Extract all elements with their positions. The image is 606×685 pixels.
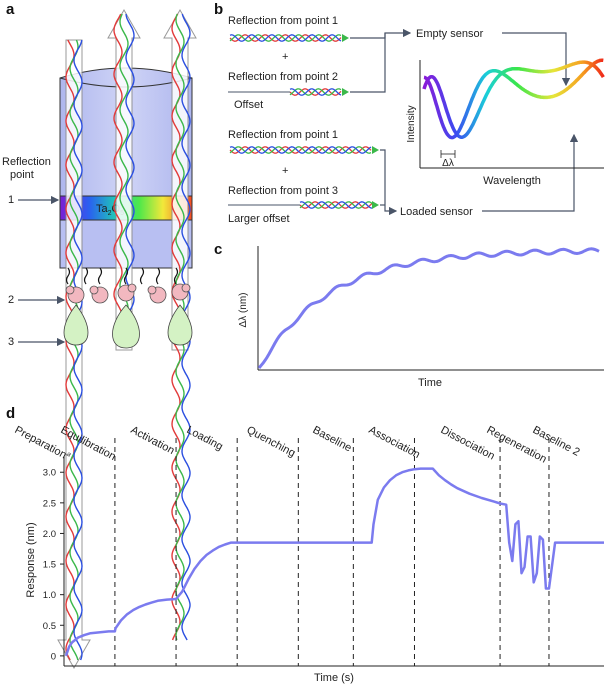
wave-p2 — [228, 88, 349, 96]
sensor-diagram: Ta2O5 R — [2, 8, 197, 670]
empty-sensor-label: Empty sensor — [416, 28, 484, 40]
linker-chains — [65, 267, 179, 285]
interference-diagram: Reflection from point 1 + Reflection fro… — [228, 15, 605, 225]
response-curve — [64, 467, 604, 657]
reflection-p3-label: Reflection from point 3 — [228, 185, 338, 197]
wave-strand — [229, 146, 372, 154]
d-y-tick-label: 0 — [51, 651, 56, 662]
wave-strand — [229, 146, 372, 154]
spectrum-curve-empty — [423, 58, 604, 140]
wave-p1-top — [229, 34, 349, 42]
d-y-tick-label: 0.5 — [43, 621, 56, 632]
larger-offset-label: Larger offset — [228, 213, 290, 225]
phase-label: Activation — [129, 424, 177, 457]
reflection-point-label-1: Reflection — [2, 156, 51, 168]
spectrum-y-label: Intensity — [406, 105, 417, 142]
spectrum-x-label: Wavelength — [483, 175, 541, 187]
phase-label: Quenching — [245, 424, 298, 460]
light-ray — [119, 13, 129, 331]
light-ray — [113, 13, 123, 331]
c-x-label: Time — [418, 377, 442, 389]
panel-c-letter: c — [214, 241, 222, 258]
ligands — [65, 283, 191, 304]
wave-strand — [299, 201, 373, 209]
plus-top: + — [282, 51, 288, 63]
wave-strand — [229, 146, 372, 154]
connector-empty-to-plot — [502, 32, 571, 87]
reflection-p1-top-label: Reflection from point 1 — [228, 15, 338, 27]
delta-lambda-label: Δλ — [442, 158, 454, 169]
wave-arrowhead — [342, 88, 349, 96]
up-arrow-middle — [107, 8, 141, 351]
d-y-ticks: 0 0.5 1.0 1.5 2.0 2.5 3.0 — [43, 468, 64, 662]
wave-p1-bottom — [229, 146, 379, 154]
analyte-drops — [63, 304, 193, 349]
offset-label: Offset — [234, 99, 263, 111]
phase-label: Baseline — [311, 424, 354, 454]
d-y-tick-label: 3.0 — [43, 468, 56, 479]
point-2-label: 2 — [8, 294, 14, 306]
wave-arrowhead — [372, 201, 379, 209]
binding-curve-plot: Δλ (nm) Time — [238, 246, 604, 389]
c-y-label: Δλ (nm) — [238, 292, 249, 327]
wave-p3 — [228, 201, 379, 209]
phase-dividers — [114, 438, 550, 666]
connector-loaded-to-plot — [482, 133, 579, 212]
connector-p1-empty — [350, 28, 412, 39]
d-y-tick-label: 1.5 — [43, 560, 56, 571]
phase-superscript: a — [65, 451, 72, 459]
connector-p1-loaded — [380, 149, 398, 216]
d-y-tick-label: 1.0 — [43, 590, 56, 601]
panel-d-letter: d — [6, 405, 15, 422]
d-y-tick-label: 2.0 — [43, 529, 56, 540]
light-ray — [65, 39, 75, 661]
reflection-p2-label: Reflection from point 2 — [228, 71, 338, 83]
d-y-tick-label: 2.5 — [43, 498, 56, 509]
wave-strand — [299, 201, 373, 209]
sensorgram-chart: Response (nm) Time (s) 0 0.5 1.0 1.5 2.0 2.5 3… — [13, 424, 604, 684]
loaded-sensor-label: Loaded sensor — [400, 206, 473, 218]
phase-label: Association — [367, 424, 422, 461]
d-y-label: Response (nm) — [25, 522, 37, 597]
spectrum-curves — [422, 58, 605, 140]
wave-strand — [289, 88, 342, 96]
phase-label: Loading — [185, 424, 225, 453]
wave-arrowhead — [342, 34, 349, 42]
wave-arrowhead — [372, 146, 379, 154]
point-3-label: 3 — [8, 336, 14, 348]
d-x-label: Time (s) — [314, 672, 354, 684]
plus-bottom: + — [282, 165, 288, 177]
panel-b-letter: b — [214, 1, 223, 18]
reflection-p1-bottom-label: Reflection from point 1 — [228, 129, 338, 141]
light-ray — [125, 13, 135, 331]
connector-p2-empty — [350, 33, 386, 93]
panel-a-letter: a — [6, 1, 15, 18]
point-1-label: 1 — [8, 194, 14, 206]
c-binding-curve — [257, 247, 600, 369]
reflection-point-label-2: point — [10, 169, 34, 181]
spectrum-curve-loaded — [422, 60, 605, 139]
wave-strand — [229, 34, 342, 42]
light-ray — [73, 39, 83, 661]
